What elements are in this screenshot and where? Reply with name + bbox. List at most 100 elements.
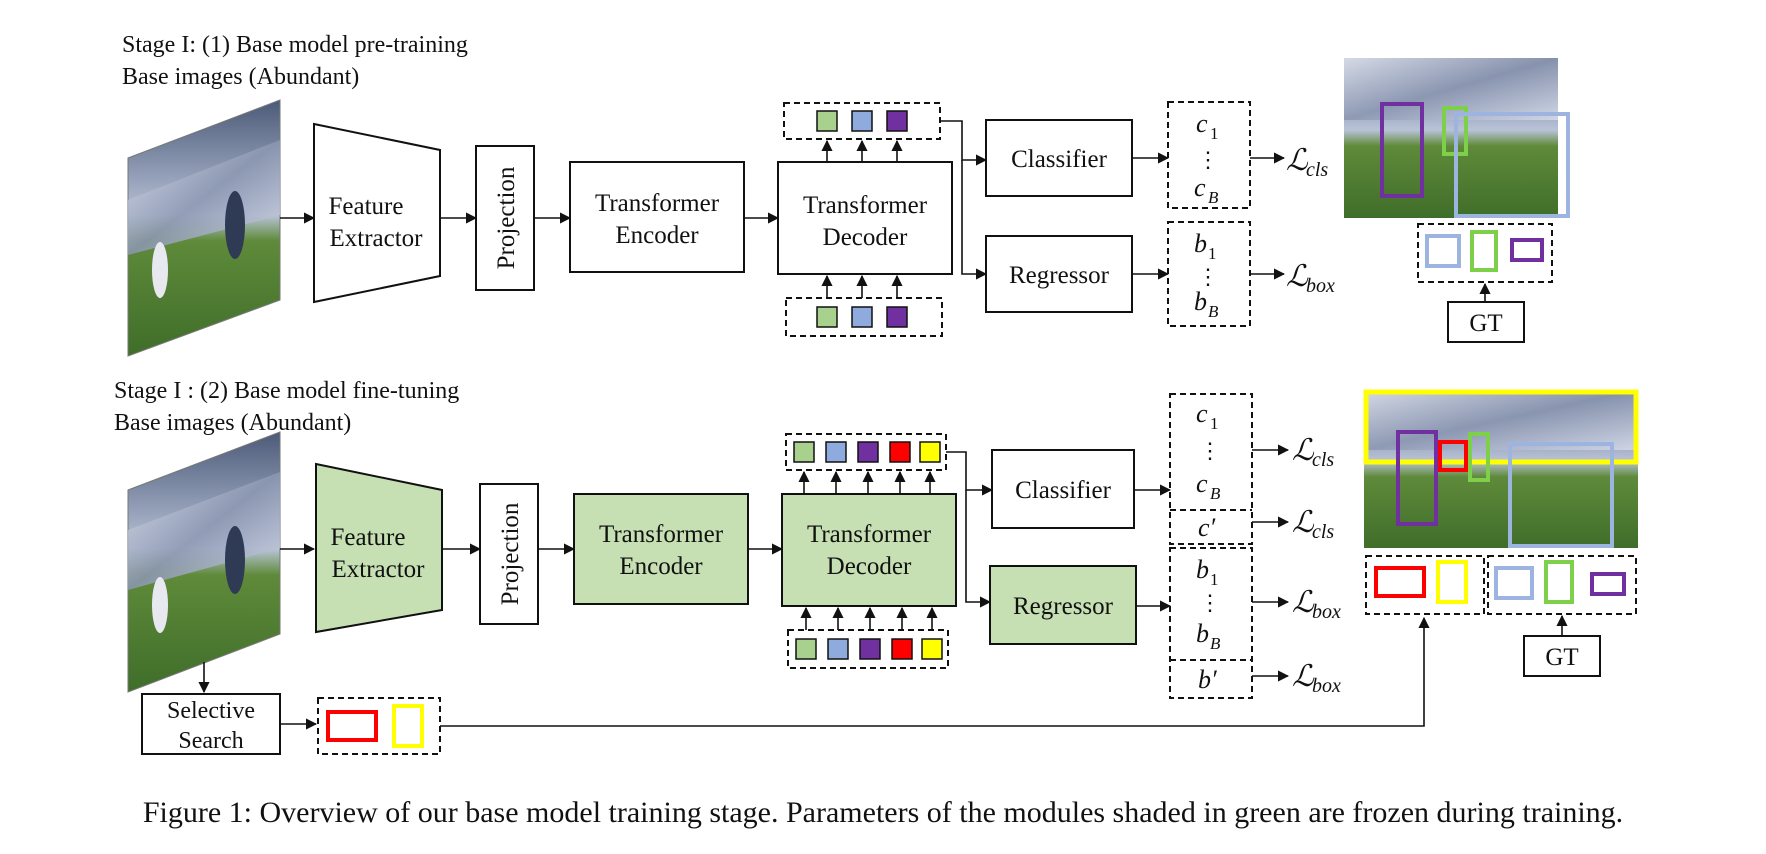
loss-subscript: box [1312, 675, 1341, 697]
stage1-transformer-encoder: Transformer Encoder [569, 161, 745, 273]
stage2-gt-label: GT [1523, 635, 1601, 677]
stage2-class-outputs: c 1 ⋮ c B c′ [1169, 393, 1253, 545]
stage2-output-queries [785, 433, 947, 494]
cB-subscript: B [1210, 484, 1221, 503]
stage1-input-image [127, 99, 281, 357]
query-token-green [816, 110, 838, 132]
stage1-box-outputs: b 1 ⋮ b B [1167, 221, 1251, 327]
vertical-ellipsis: ⋮ [1197, 264, 1219, 289]
arrow-right-icon [961, 160, 988, 280]
query-token-purple [886, 306, 908, 328]
stage1-regressor: Regressor [985, 235, 1133, 313]
stage1-transformer-decoder: Transformer Decoder [777, 161, 953, 275]
gt-box-green [1544, 560, 1574, 604]
arrow-up-icon [440, 616, 1430, 727]
query-token-yellow [921, 638, 943, 660]
proposal-box-red [326, 710, 378, 742]
loss-symbol: ℒ [1292, 434, 1315, 467]
query-token-yellow [919, 441, 941, 463]
stage1-projection: Projection [475, 145, 535, 291]
query-token-blue [827, 638, 849, 660]
stage2-loss-cls-base: ℒ cls [1292, 434, 1334, 471]
stage2-pseudo-boxes [1365, 555, 1485, 615]
stage2-transformer-encoder: Transformer Encoder [573, 493, 749, 605]
arrow-right-icon [940, 120, 988, 166]
stage2-box-outputs: b 1 ⋮ b B b′ [1169, 547, 1253, 699]
loss-symbol: ℒ [1286, 260, 1309, 293]
decoder-line1: Transformer [803, 192, 928, 219]
stage1-classifier: Classifier [985, 119, 1133, 197]
arrow-right-icon [965, 490, 992, 608]
cB-symbol: c [1196, 469, 1208, 498]
gt-box-blue [1494, 566, 1534, 600]
encoder-line2: Encoder [619, 553, 703, 580]
loss-subscript: box [1312, 601, 1341, 623]
feature-extractor-line1: Feature [331, 524, 406, 551]
query-token-blue [851, 306, 873, 328]
gt-text: GT [1545, 644, 1578, 671]
loss-symbol: ℒ [1292, 660, 1315, 693]
stage2-feature-extractor: Feature Extractor [315, 462, 443, 634]
gt-box-blue [1425, 234, 1461, 268]
c1-subscript: 1 [1210, 124, 1219, 143]
stage2-projection: Projection [479, 483, 539, 625]
proposal-box-yellow [392, 704, 424, 748]
stage2-title: Stage I : (2) Base model fine-tuning [114, 378, 459, 404]
pseudo-box-red [1374, 566, 1426, 598]
stage2-transformer-decoder: Transformer Decoder [781, 493, 957, 607]
regressor-label: Regressor [1009, 262, 1110, 289]
decoder-line2: Decoder [823, 224, 908, 251]
loss-symbol: ℒ [1286, 144, 1309, 177]
query-token-blue [825, 441, 847, 463]
projection-label: Projection [497, 502, 524, 605]
loss-symbol: ℒ [1292, 586, 1315, 619]
stage2-input-queries [787, 606, 949, 669]
query-token-green [816, 306, 838, 328]
c1-subscript: 1 [1210, 414, 1219, 433]
encoder-line1: Transformer [599, 521, 724, 548]
b1-symbol: b [1196, 555, 1209, 584]
stage2-detection-image [1363, 389, 1639, 548]
stage2-classifier: Classifier [991, 449, 1135, 529]
regressor-label: Regressor [1013, 593, 1114, 620]
stage1-detection-image [1344, 58, 1570, 218]
encoder-line1: Transformer [595, 190, 720, 217]
classifier-label: Classifier [1015, 477, 1111, 504]
b1-subscript: 1 [1208, 244, 1217, 263]
query-token-purple [886, 110, 908, 132]
query-token-red [891, 638, 913, 660]
cB-symbol: c [1194, 173, 1206, 202]
decoder-line1: Transformer [807, 521, 932, 548]
loss-subscript: cls [1312, 521, 1334, 543]
bB-subscript: B [1210, 634, 1221, 653]
stage2-regressor: Regressor [989, 565, 1137, 645]
feature-extractor-line1: Feature [329, 193, 404, 220]
stage1-title: Stage I: (1) Base model pre-training [122, 32, 468, 58]
stage1-loss-cls: ℒ cls [1286, 144, 1328, 181]
c1-symbol: c [1196, 109, 1208, 138]
loss-symbol: ℒ [1292, 506, 1315, 539]
query-token-purple [857, 441, 879, 463]
gt-box-purple [1510, 238, 1544, 262]
vertical-ellipsis: ⋮ [1199, 590, 1221, 615]
stage2-input-image [127, 431, 281, 693]
decoder-line2: Decoder [827, 553, 912, 580]
pseudo-box-yellow [1436, 560, 1468, 604]
stage2-subtitle: Base images (Abundant) [114, 410, 351, 436]
selective-search-box: Selective Search [141, 693, 281, 755]
selective-search-line1: Selective [167, 698, 255, 724]
b1-symbol: b [1194, 229, 1207, 258]
arrow-right-icon [946, 451, 994, 496]
query-token-green [793, 441, 815, 463]
loss-subscript: cls [1306, 159, 1328, 181]
selective-search-proposals [317, 697, 441, 755]
vertical-ellipsis: ⋮ [1197, 147, 1219, 172]
feature-extractor-line2: Extractor [329, 225, 423, 252]
selective-search-line2: Search [178, 728, 243, 754]
gt-box-purple [1590, 572, 1626, 596]
query-token-purple [859, 638, 881, 660]
query-token-red [889, 441, 911, 463]
stage1-class-outputs: c 1 ⋮ c B [1167, 101, 1251, 209]
stage1-gt-label: GT [1447, 301, 1525, 343]
gt-text: GT [1469, 310, 1502, 337]
